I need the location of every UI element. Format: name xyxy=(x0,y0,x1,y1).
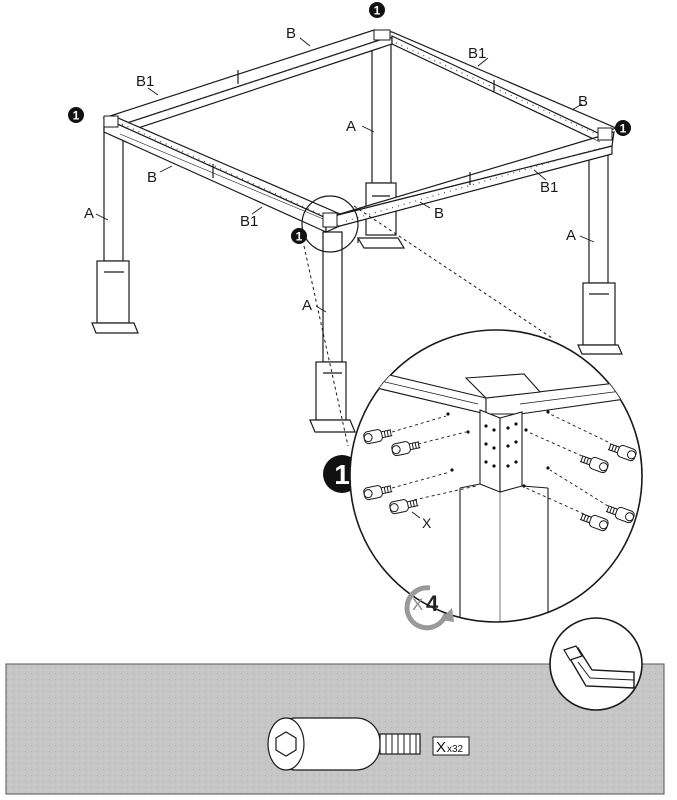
part-quantity: x32 xyxy=(447,744,464,755)
repeat-indicator: X 4 xyxy=(404,585,454,631)
label-b1: B1 xyxy=(136,73,154,90)
bolt-icon xyxy=(363,485,393,501)
bolt-icon xyxy=(579,455,609,474)
rotate-arrow-icon xyxy=(404,585,449,631)
label-b: B xyxy=(578,93,588,110)
bolt-x-icon xyxy=(267,717,421,771)
label-b1: B1 xyxy=(468,45,486,62)
svg-text:1: 1 xyxy=(334,459,350,490)
zoom-leader-lines xyxy=(303,205,553,447)
bolt-icon xyxy=(605,505,635,524)
post-left xyxy=(91,125,139,334)
label-a: A xyxy=(302,297,312,314)
post-right xyxy=(577,147,623,355)
label-b1: B1 xyxy=(240,213,258,230)
bolt-icon xyxy=(607,443,637,462)
repeat-prefix: X xyxy=(412,595,423,614)
zoom-source-circle xyxy=(301,195,359,253)
step-badge-back: 1 xyxy=(369,2,385,18)
hex-key-icon xyxy=(549,617,643,711)
label-b1: B1 xyxy=(540,179,558,196)
svg-text:1: 1 xyxy=(296,230,303,244)
detail-bolts xyxy=(363,429,637,532)
label-b: B xyxy=(286,25,296,42)
bolt-icon xyxy=(579,513,609,532)
label-a: A xyxy=(84,205,94,222)
step-badge-right: 1 xyxy=(615,120,631,136)
beams xyxy=(102,29,618,233)
frame-labels: B B1 B1 B A B B1 A B1 B A A xyxy=(84,25,595,314)
label-a: A xyxy=(566,227,576,244)
bolt-icon xyxy=(391,441,421,457)
label-b: B xyxy=(434,205,444,222)
label-a: A xyxy=(346,118,356,135)
label-b: B xyxy=(147,169,157,186)
bolt-icon xyxy=(389,499,419,515)
bolt-label-x: X xyxy=(422,515,432,531)
beam-front-left xyxy=(103,117,342,219)
step-badge-left: 1 xyxy=(68,107,84,123)
svg-text:1: 1 xyxy=(620,122,627,136)
hardware-panel: X x32 xyxy=(5,617,665,795)
repeat-count: 4 xyxy=(426,591,439,616)
corner-brackets xyxy=(103,29,613,228)
detail-zoom: X X 4 xyxy=(349,329,643,631)
beam-hole-rows xyxy=(121,42,601,222)
quantity-tag: X x32 xyxy=(432,736,470,756)
step-badge-front: 1 xyxy=(291,228,307,244)
post-front xyxy=(309,231,356,433)
svg-text:1: 1 xyxy=(374,4,381,18)
posts xyxy=(91,37,623,433)
svg-text:1: 1 xyxy=(73,109,80,123)
bolt-icon xyxy=(363,429,393,445)
part-letter: X xyxy=(436,739,446,756)
